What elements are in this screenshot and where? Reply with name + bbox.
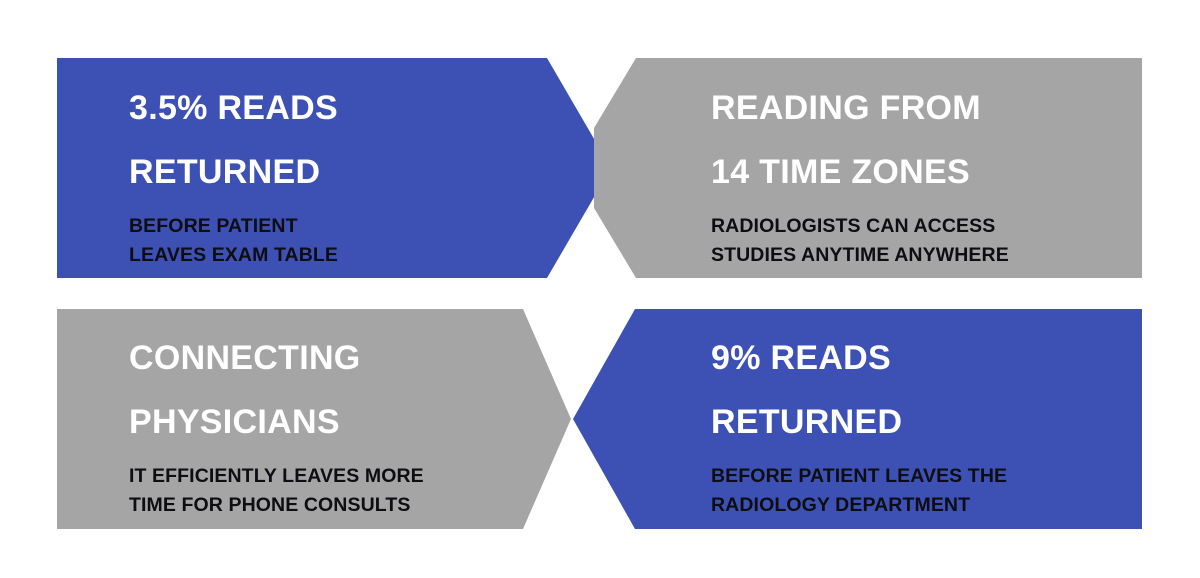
panel-top-right-shape: [594, 58, 1142, 278]
panel-bottom-left-subtext: IT EFFICIENTLY LEAVES MORE TIME FOR PHON…: [129, 462, 569, 520]
panel-top-left-headline: 3.5% READS RETURNED: [129, 76, 569, 204]
subtext-line: IT EFFICIENTLY LEAVES MORE: [129, 465, 424, 487]
subtext-line: RADIOLOGISTS CAN ACCESS: [711, 215, 996, 237]
subtext-line: RADIOLOGY DEPARTMENT: [711, 494, 971, 516]
headline-line: 9% READS: [711, 339, 892, 377]
panel-top-right: READING FROM 14 TIME ZONES RADIOLOGISTS …: [711, 76, 1151, 270]
panel-bottom-right-subtext: BEFORE PATIENT LEAVES THE RADIOLOGY DEPA…: [711, 462, 1151, 520]
panel-bottom-left-headline: CONNECTING PHYSICIANS: [129, 326, 569, 454]
subtext-line: TIME FOR PHONE CONSULTS: [129, 494, 411, 516]
subtext-line: LEAVES EXAM TABLE: [129, 244, 338, 266]
headline-line: RETURNED: [711, 403, 903, 441]
panel-top-right-headline: READING FROM 14 TIME ZONES: [711, 76, 1151, 204]
panel-bottom-right: 9% READS RETURNED BEFORE PATIENT LEAVES …: [711, 326, 1151, 520]
subtext-line: STUDIES ANYTIME ANYWHERE: [711, 244, 1009, 266]
subtext-line: BEFORE PATIENT LEAVES THE: [711, 465, 1008, 487]
headline-line: PHYSICIANS: [129, 403, 340, 441]
headline-line: 3.5% READS: [129, 89, 338, 127]
panel-bottom-right-shape: [573, 309, 1142, 529]
panel-top-left: 3.5% READS RETURNED BEFORE PATIENT LEAVE…: [129, 76, 569, 270]
panel-top-right-subtext: RADIOLOGISTS CAN ACCESS STUDIES ANYTIME …: [711, 212, 1151, 270]
headline-line: CONNECTING: [129, 339, 361, 377]
panel-bottom-right-headline: 9% READS RETURNED: [711, 326, 1151, 454]
headline-line: 14 TIME ZONES: [711, 153, 970, 191]
headline-line: READING FROM: [711, 89, 981, 127]
subtext-line: BEFORE PATIENT: [129, 215, 298, 237]
panel-top-left-subtext: BEFORE PATIENT LEAVES EXAM TABLE: [129, 212, 569, 270]
panel-bottom-left: CONNECTING PHYSICIANS IT EFFICIENTLY LEA…: [129, 326, 569, 520]
headline-line: RETURNED: [129, 153, 321, 191]
panel-bottom-left-shape: [57, 309, 571, 529]
panel-top-left-shape: [57, 58, 611, 278]
